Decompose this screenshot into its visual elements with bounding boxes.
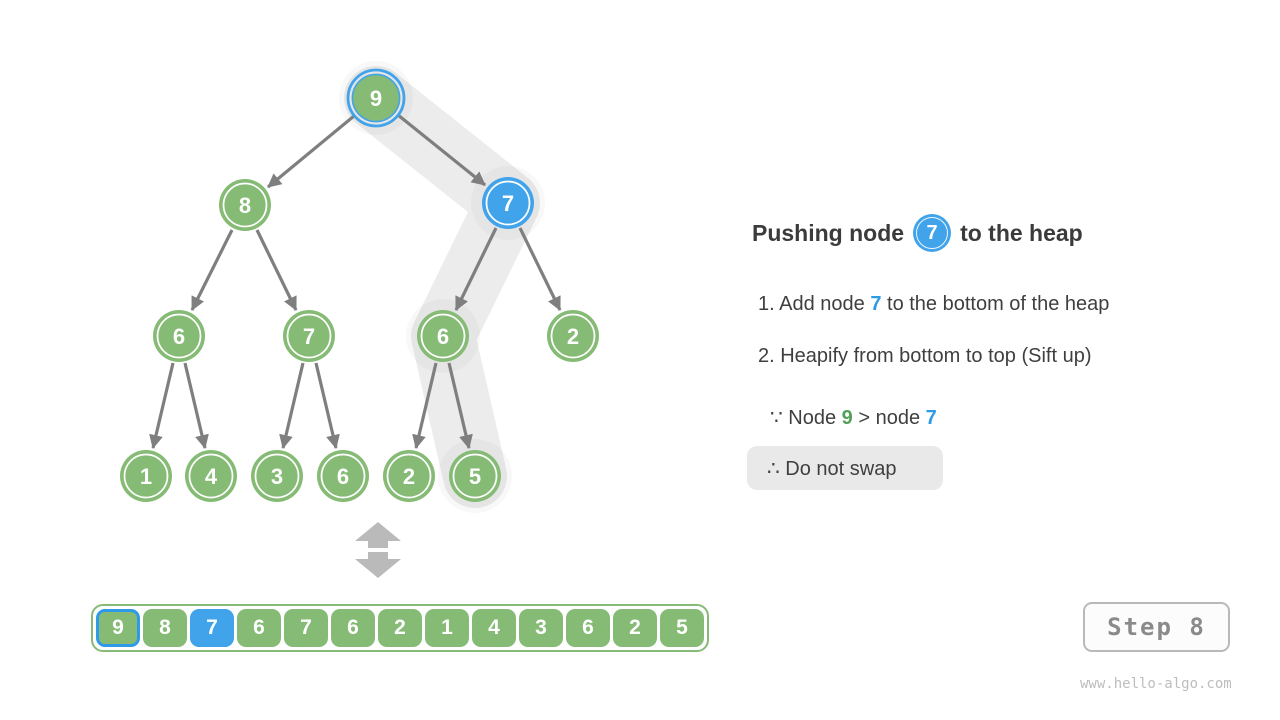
svg-text:2: 2	[403, 464, 415, 489]
array-cell: 5	[660, 609, 704, 647]
svg-text:3: 3	[271, 464, 283, 489]
array-cell: 2	[613, 609, 657, 647]
tree-node: 3	[251, 450, 303, 502]
svg-text:5: 5	[469, 464, 481, 489]
tree-node-pushed: 7	[482, 177, 534, 229]
tree-edge	[183, 362, 209, 449]
array-cell: 9	[96, 609, 140, 647]
accent-number: 9	[841, 407, 853, 429]
svg-text:8: 8	[239, 193, 251, 218]
array-cell: 7	[190, 609, 234, 647]
pushed-node-badge-value: 7	[926, 221, 938, 244]
panel-title-post: to the heap	[960, 219, 1083, 246]
tree-node: 5	[449, 450, 501, 502]
tree-edge	[412, 362, 438, 449]
svg-text:6: 6	[173, 324, 185, 349]
svg-text:6: 6	[337, 464, 349, 489]
panel-title: Pushing node 7 to the heap	[752, 211, 1083, 255]
because-line: ∵ Node 9 > node 7	[770, 407, 937, 429]
panel-title-pre: Pushing node	[752, 219, 905, 246]
tree-edge	[266, 114, 356, 189]
array-cell: 4	[472, 609, 516, 647]
sift-path-highlight	[344, 66, 540, 508]
svg-text:7: 7	[303, 324, 315, 349]
svg-text:6: 6	[437, 324, 449, 349]
step-counter-button[interactable]: Step 8	[1083, 602, 1230, 652]
up-down-arrow-icon	[355, 522, 401, 578]
tree-edge	[396, 113, 487, 187]
array-container: 9 8 7 6 7 6 2 1 4 3 6 2 5	[91, 604, 709, 652]
array-cell: 1	[425, 609, 469, 647]
array-cell: 6	[331, 609, 375, 647]
conclusion-box: ∴ Do not swap	[747, 446, 943, 490]
svg-text:9: 9	[370, 86, 382, 111]
tree-node: 1	[120, 450, 172, 502]
tree-node: 7	[283, 310, 335, 362]
step-counter-label: Step 8	[1107, 613, 1206, 641]
array-cell: 8	[143, 609, 187, 647]
accent-number: 7	[925, 407, 937, 429]
instruction-step-1: 1. Add node 7 to the bottom of the heap	[758, 293, 1110, 315]
array-cell: 6	[566, 609, 610, 647]
tree-node: 2	[383, 450, 435, 502]
tree-edge	[314, 362, 340, 449]
tree-edge	[279, 362, 305, 449]
tree-edge	[454, 227, 498, 311]
array-cell: 7	[284, 609, 328, 647]
instruction-step-2: 2. Heapify from bottom to top (Sift up)	[758, 345, 1092, 367]
tree-edge	[518, 227, 562, 311]
array-cell: 3	[519, 609, 563, 647]
tree-edge	[255, 229, 298, 311]
tree-node: 6	[153, 310, 205, 362]
array-cell: 6	[237, 609, 281, 647]
pushed-node-badge: 7	[913, 214, 952, 252]
svg-text:2: 2	[567, 324, 579, 349]
tree-node: 6	[417, 310, 469, 362]
tree-node: 4	[185, 450, 237, 502]
conclusion-text: ∴ Do not swap	[767, 457, 897, 480]
array-cell: 2	[378, 609, 422, 647]
watermark: www.hello-algo.com	[1080, 676, 1232, 692]
tree-node: 6	[317, 450, 369, 502]
tree-node: 2	[547, 310, 599, 362]
svg-text:7: 7	[502, 191, 514, 216]
tree-node: 8	[219, 179, 271, 231]
svg-text:1: 1	[140, 464, 152, 489]
tree-edge	[447, 362, 473, 449]
svg-text:4: 4	[205, 464, 218, 489]
tree-node-root: 9	[346, 68, 406, 128]
accent-number: 7	[870, 293, 882, 315]
tree-edge	[190, 229, 234, 311]
tree-edge	[149, 362, 175, 449]
